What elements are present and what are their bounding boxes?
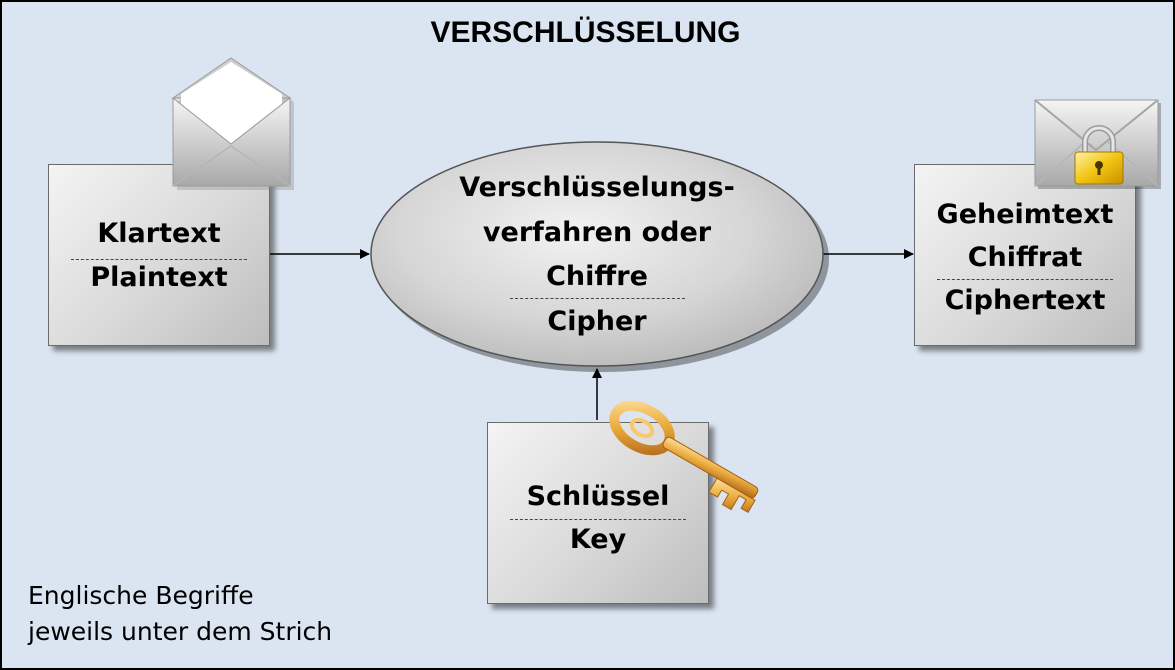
key-english: Key (569, 524, 627, 555)
key-german: Schlüssel (526, 481, 670, 512)
ciphertext-english: Ciphertext (944, 285, 1106, 316)
footnote: Englische Begriffe jeweils unter dem Str… (28, 578, 332, 650)
padlock-icon (1074, 125, 1124, 185)
cipher-separator (510, 298, 685, 299)
key-box: Schlüssel Key (487, 422, 709, 604)
locked-envelope-icon (1034, 99, 1161, 189)
ciphertext-german-1: Geheimtext (936, 199, 1114, 230)
cipher-german-2: verfahren oder (482, 217, 712, 248)
open-envelope-icon (171, 57, 294, 190)
key-icon (609, 400, 759, 514)
ciphertext-german-2: Chiffrat (967, 242, 1083, 273)
cipher-german-1: Verschlüsselungs- (459, 172, 735, 203)
ciphertext-box: Geheimtext Chiffrat Ciphertext (914, 164, 1136, 346)
footnote-line-2: jeweils unter dem Strich (28, 617, 333, 646)
plaintext-german: Klartext (97, 218, 221, 249)
plaintext-box: Klartext Plaintext (48, 164, 270, 346)
key-separator (510, 519, 686, 520)
plaintext-english: Plaintext (90, 262, 228, 293)
ciphertext-separator (937, 279, 1113, 280)
footnote-line-1: Englische Begriffe (28, 581, 254, 610)
cipher-ellipse (370, 141, 824, 367)
diagram-title: VERSCHLÜSSELUNG (430, 16, 741, 49)
cipher-german-3: Chiffre (546, 261, 648, 292)
cipher-english: Cipher (547, 306, 647, 337)
plaintext-separator (71, 259, 247, 260)
